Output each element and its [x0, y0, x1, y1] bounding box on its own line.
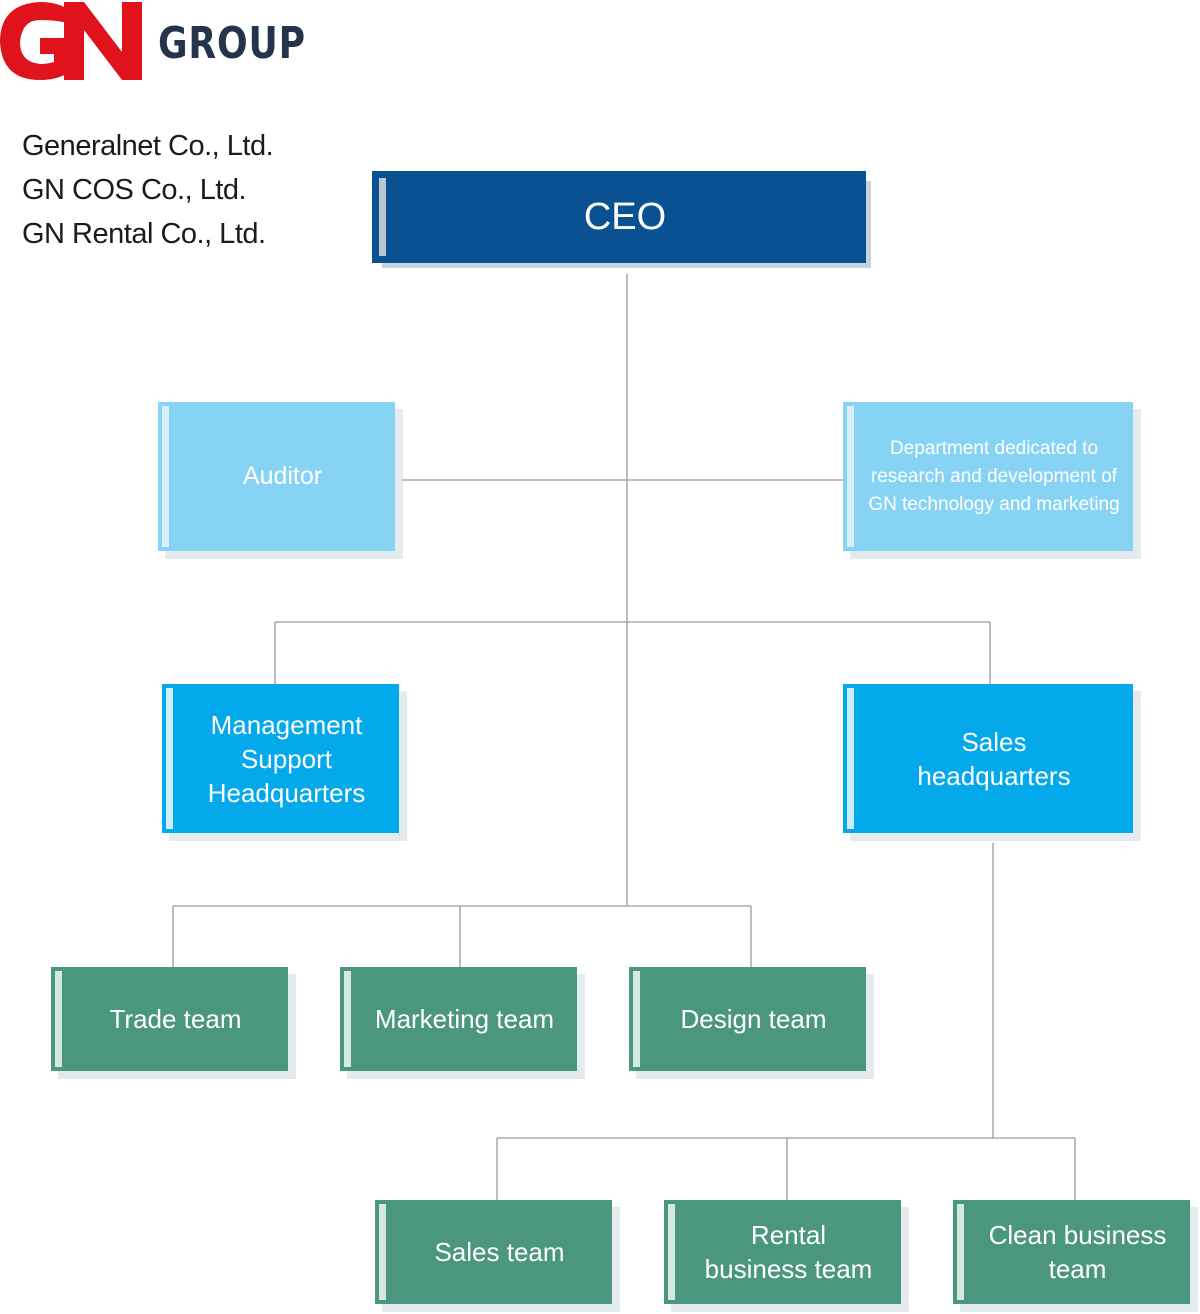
- auditor-label: Auditor: [242, 462, 323, 490]
- management-support-hq-box: Management Support Headquarters: [162, 684, 407, 841]
- management-support-hq-label: Management Support Headquarters: [207, 709, 366, 808]
- rental-business-team-box: Rental business team: [664, 1200, 909, 1312]
- trade-team-box: Trade team: [51, 967, 296, 1079]
- company-list: Generalnet Co., Ltd. GN COS Co., Ltd. GN…: [22, 124, 274, 256]
- clean-business-team-box: Clean business team: [953, 1200, 1198, 1312]
- sales-hq-box: Sales headquarters: [843, 684, 1141, 841]
- design-team-box: Design team: [629, 967, 874, 1079]
- company-name: GN COS Co., Ltd.: [22, 174, 247, 206]
- gn-logo-mark: [0, 2, 142, 80]
- ceo-box: CEO: [372, 171, 871, 268]
- marketing-team-label: Marketing team: [374, 1004, 555, 1034]
- rental-business-team-label: Rental business team: [704, 1220, 873, 1284]
- auditor-box: Auditor: [158, 402, 403, 559]
- design-team-label: Design team: [680, 1004, 827, 1034]
- sales-team-box: Sales team: [375, 1200, 620, 1312]
- company-logo: GROUP: [0, 0, 305, 90]
- ceo-label: CEO: [583, 195, 667, 238]
- trade-team-label: Trade team: [109, 1004, 242, 1034]
- company-name: GN Rental Co., Ltd.: [22, 218, 266, 250]
- sales-hq-label: Sales headquarters: [917, 726, 1071, 791]
- rnd-department-label: Department dedicated to research and dev…: [868, 437, 1120, 515]
- clean-business-team-label: Clean business team: [988, 1220, 1167, 1284]
- marketing-team-box: Marketing team: [340, 967, 585, 1079]
- sales-team-label: Sales team: [434, 1237, 565, 1267]
- rnd-department-box: Department dedicated to research and dev…: [843, 402, 1141, 559]
- company-name: Generalnet Co., Ltd.: [22, 130, 274, 162]
- logo-group-text: GROUP: [158, 18, 306, 69]
